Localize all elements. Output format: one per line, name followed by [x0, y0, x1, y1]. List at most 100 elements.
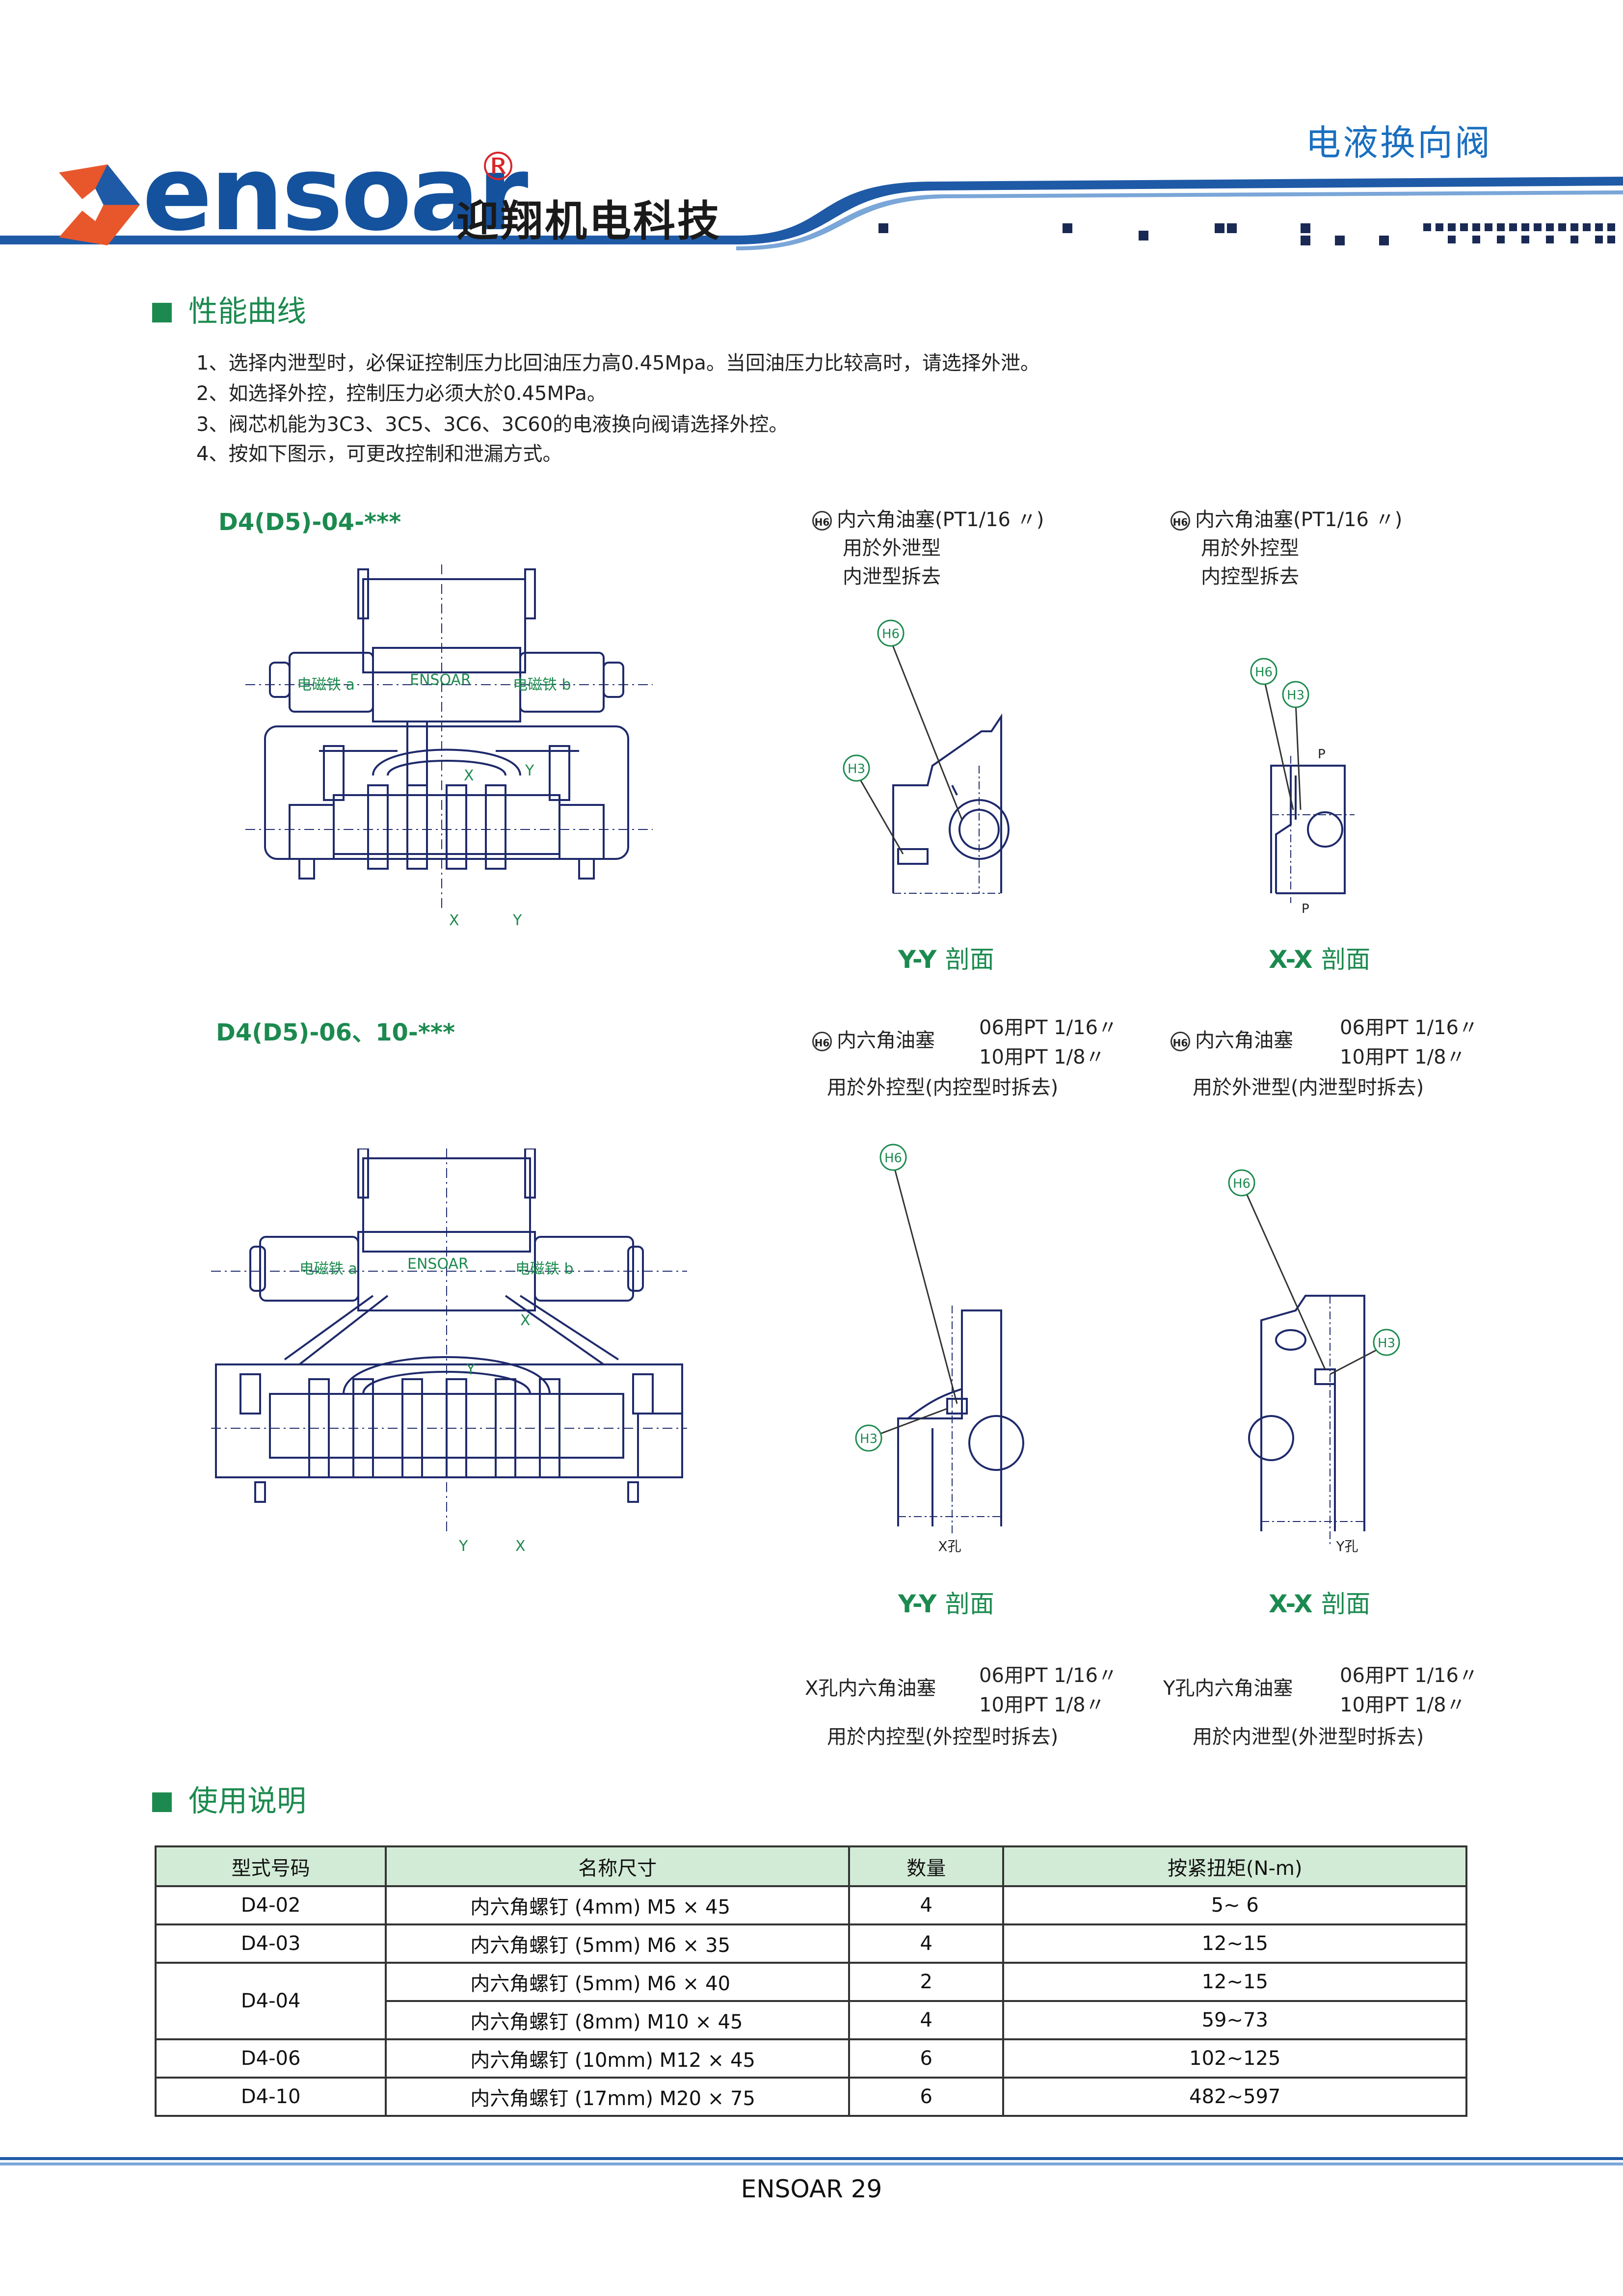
fig2-coil-a-label: 电磁铁 a: [299, 1260, 357, 1278]
cell-name: 内六角螺钉 (5mm) M6 × 35: [385, 1923, 850, 1964]
table-row: D4-06 内六角螺钉 (10mm) M12 × 45 6 102~125: [154, 2038, 1467, 2079]
fig2-y-label: Y: [466, 1361, 476, 1378]
fig2-xx-section-drawing: H6 H3 Y孔: [1228, 1169, 1400, 1554]
table-row: D4-02 内六角螺钉 (4mm) M5 × 45 4 5~ 6: [154, 1885, 1467, 1925]
fig1-x-bottom-label: X: [449, 912, 459, 929]
col-header-torque: 按紧扭矩(N-m): [1002, 1845, 1467, 1887]
note-1: 1、选择内泄型时，必保证控制压力比回油压力高0.45Mpa。当回油压力比较高时，…: [196, 352, 1040, 374]
table-row: 内六角螺钉 (8mm) M10 × 45 4 59~73: [156, 2000, 1467, 2040]
cell-name: 内六角螺钉 (5mm) M6 × 40: [385, 1962, 850, 2002]
cell-model: D4-03: [154, 1923, 387, 1964]
col-header-qty: 数量: [848, 1845, 1005, 1887]
cell-torque: 5~ 6: [1002, 1885, 1467, 1925]
brand-logotype: ensoar: [142, 133, 528, 254]
cell-name: 内六角螺钉 (8mm) M10 × 45: [385, 2000, 850, 2040]
fig2-valve-drawing: 电磁铁 a ENSOAR 电磁铁 b X Y Y X: [211, 1148, 687, 1555]
fig1-coil-b-label: 电磁铁 b: [513, 676, 571, 694]
brand-chinese-name: 迎翔机电科技: [456, 197, 721, 246]
cell-qty: 6: [848, 2038, 1005, 2079]
cell-model: D4-10: [154, 2077, 387, 2117]
fig2-yy-h3-callout: H3: [860, 1432, 878, 1446]
fig2-y-bottom-label: Y: [458, 1538, 468, 1555]
cell-torque: 12~15: [1002, 1923, 1467, 1964]
header-swoosh: [0, 177, 1623, 250]
cell-torque: 102~125: [1002, 2038, 1467, 2079]
h6-badge-icon: H6: [1171, 511, 1190, 531]
col-header-name: 名称尺寸: [385, 1845, 850, 1887]
fig1-xx-p-bottom-label: P: [1302, 902, 1309, 913]
fig2-xx-h6-callout: H6: [1233, 1176, 1251, 1191]
fig2-brand-label: ENSOAR: [407, 1255, 469, 1273]
note-2: 2、如选择外控，控制压力必须大於0.45MPa。: [196, 382, 607, 405]
cell-model: D4-04: [154, 1962, 387, 2040]
fig2-yy-section-drawing: H6 H3 X孔: [855, 1144, 1024, 1554]
bolt-spec-table: 型式号码 名称尺寸 数量 按紧扭矩(N-m) D4-02 内六角螺钉 (4mm)…: [154, 1845, 1467, 2117]
cell-model: D4-02: [154, 1885, 387, 1925]
fig2-yy-section-title: Y-Y 剖面: [898, 1590, 994, 1618]
cell-name: 内六角螺钉 (17mm) M20 × 75: [385, 2077, 850, 2117]
fig2-left-bottom-note: X孔内六角油塞 06用PT 1/16〃 10用PT 1/8〃 用於内控型(外控型…: [805, 1664, 1117, 1748]
fig1-coil-a-label: 电磁铁 a: [297, 676, 355, 694]
fig1-model-label: D4(D5)-04-***: [218, 508, 401, 536]
fig2-x-bottom-label: X: [515, 1538, 526, 1555]
table-row: D4-03 内六角螺钉 (5mm) M6 × 35 4 12~15: [154, 1923, 1467, 1964]
h6-badge-icon: H6: [1171, 1032, 1190, 1051]
cell-torque: 482~597: [1002, 2077, 1467, 2117]
fig1-xx-section-drawing: H6 H3 P P: [1250, 658, 1355, 913]
cell-torque: 12~15: [1002, 1962, 1467, 2002]
fig1-yy-h6-callout: H6: [882, 627, 900, 641]
fig1-yy-section-drawing: H6 H3: [843, 619, 1010, 894]
section-title-text: 使用说明: [188, 1784, 306, 1818]
fig1-xx-section-title: X-X 剖面: [1269, 945, 1371, 974]
section-performance-heading: 性能曲线: [152, 297, 306, 326]
table-row: D4-10 内六角螺钉 (17mm) M20 × 75 6 482~597: [154, 2077, 1467, 2117]
document-title: 电液换向阀: [1305, 122, 1492, 163]
fig1-brand-label: ENSOAR: [410, 671, 471, 689]
fig1-yy-section-title: Y-Y 剖面: [898, 945, 994, 974]
cell-qty: 2: [848, 1962, 1005, 2002]
cell-qty: 4: [848, 1923, 1005, 1964]
fig1-y-label: Y: [525, 762, 534, 779]
fig2-model-label: D4(D5)-06、10-***: [216, 1019, 455, 1046]
registered-mark: ®: [479, 144, 518, 189]
fig1-x-label: X: [464, 767, 474, 784]
fig2-x-hole-label: X孔: [938, 1538, 961, 1554]
cell-torque: 59~73: [1002, 2000, 1467, 2040]
logo-icon: [59, 164, 140, 245]
section-bullet-icon: [152, 303, 172, 322]
cell-model: D4-06: [154, 2038, 387, 2079]
cell-qty: 4: [848, 2000, 1005, 2040]
fig2-x-label: X: [520, 1312, 531, 1329]
cell-qty: 6: [848, 2077, 1005, 2117]
cell-name: 内六角螺钉 (4mm) M5 × 45: [385, 1885, 850, 1925]
fig1-xx-h3-callout: H3: [1287, 688, 1304, 703]
fig1-yy-h3-callout: H3: [848, 762, 865, 776]
fig2-yy-h6-callout: H6: [884, 1151, 902, 1166]
col-header-model: 型式号码: [154, 1845, 387, 1887]
fig2-right-bottom-note: Y孔内六角油塞 06用PT 1/16〃 10用PT 1/8〃 用於内泄型(外泄型…: [1163, 1664, 1478, 1748]
cell-qty: 4: [848, 1885, 1005, 1925]
fig1-xx-h6-callout: H6: [1255, 665, 1273, 680]
section-usage-heading: 使用说明: [152, 1787, 306, 1816]
fig2-coil-b-label: 电磁铁 b: [515, 1260, 574, 1278]
footer-rule: [0, 2157, 1623, 2165]
fig1-valve-drawing: 电磁铁 a ENSOAR 电磁铁 b X Y X Y: [245, 564, 653, 929]
section-title-text: 性能曲线: [188, 294, 306, 329]
fig2-y-hole-label: Y孔: [1335, 1538, 1358, 1554]
table-row: D4-04 内六角螺钉 (5mm) M6 × 40 2 12~15: [154, 1962, 1467, 2040]
note-3: 3、阀芯机能为3C3、3C5、3C6、3C60的电液换向阀请选择外控。: [196, 413, 789, 436]
fig1-y-bottom-label: Y: [512, 912, 522, 929]
page-number: ENSOAR 29: [741, 2175, 882, 2203]
fig2-xx-h3-callout: H3: [1378, 1336, 1395, 1351]
h6-badge-icon: H6: [812, 511, 832, 531]
fig2-xx-section-title: X-X 剖面: [1269, 1590, 1371, 1618]
h6-badge-icon: H6: [812, 1032, 832, 1051]
section-bullet-icon: [152, 1792, 172, 1812]
cell-name: 内六角螺钉 (10mm) M12 × 45: [385, 2038, 850, 2079]
fig1-xx-p-top-label: P: [1318, 747, 1326, 762]
note-4: 4、按如下图示，可更改控制和泄漏方式。: [196, 443, 562, 465]
